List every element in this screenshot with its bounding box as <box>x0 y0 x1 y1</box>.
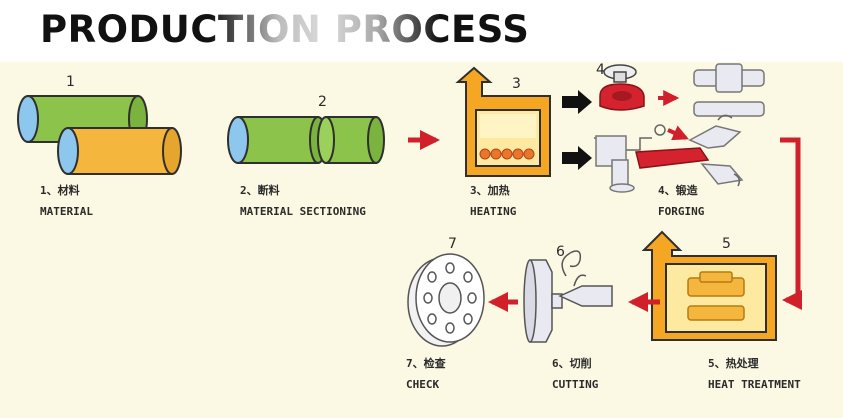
step-5-label-en: HEAT TREATMENT <box>708 378 801 391</box>
furnace-icon <box>455 66 551 177</box>
step-2-label-en: MATERIAL SECTIONING <box>240 205 366 218</box>
step-number-1: 1 <box>66 74 75 90</box>
black-arrow-upper <box>562 90 592 114</box>
step-5-label-cn: 5、热处理 <box>708 357 759 370</box>
forging-die-icon <box>594 63 765 193</box>
step-3-label-en: HEATING <box>470 205 517 218</box>
step-number-5: 5 <box>722 236 731 252</box>
step-number-2: 2 <box>318 94 327 110</box>
step-3-label-cn: 3、加热 <box>470 184 510 197</box>
flange-inspection-icon <box>407 253 485 347</box>
lathe-cutting-icon <box>523 250 613 343</box>
step-7-label-en: CHECK <box>406 378 440 391</box>
step-6-label-en: CUTTING <box>552 378 599 391</box>
step-4-label-cn: 4、锻造 <box>658 184 698 197</box>
black-arrow-lower <box>562 146 592 170</box>
step-2-label-cn: 2、断料 <box>240 184 280 197</box>
step-number-7: 7 <box>448 236 457 252</box>
material-bars-icon <box>17 95 182 175</box>
step-number-6: 6 <box>556 244 565 260</box>
heat-treatment-furnace-icon <box>641 230 777 341</box>
sectioned-bar-icon <box>227 116 385 164</box>
flow-arrow-4-5 <box>780 137 802 310</box>
step-1-label-en: MATERIAL <box>40 205 93 218</box>
step-number-4: 4 <box>596 62 605 78</box>
step-7-label-cn: 7、检查 <box>406 357 446 370</box>
step-4-label-en: FORGING <box>658 205 705 218</box>
step-1-label-cn: 1、材料 <box>40 184 80 197</box>
step-number-3: 3 <box>512 76 521 92</box>
step-6-label-cn: 6、切削 <box>552 357 592 370</box>
